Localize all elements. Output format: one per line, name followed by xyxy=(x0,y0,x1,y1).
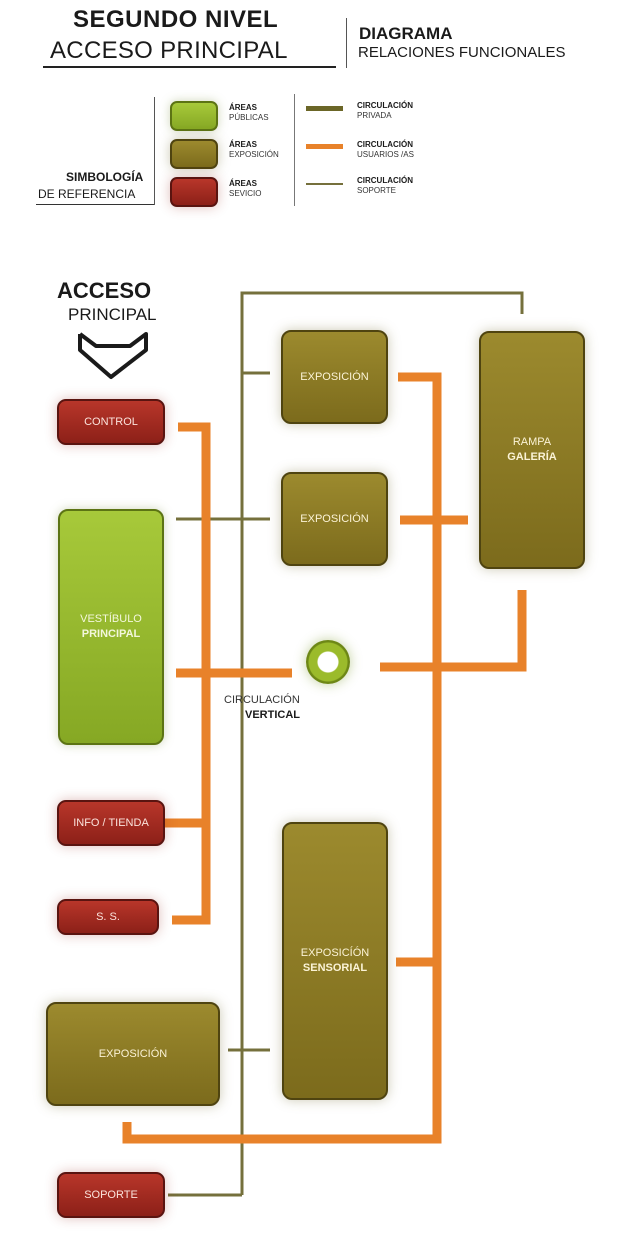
vestibulo-label-bold: PRINCIPAL xyxy=(81,628,141,640)
sensorial-label: EXPOSICÍÓN xyxy=(300,947,370,959)
legend-public-bold: ÁREAS xyxy=(229,103,258,112)
legend-ref-subtitle: DE REFERENCIA xyxy=(38,187,136,201)
expo2-node: EXPOSICIÓN xyxy=(281,472,388,566)
legend-divider xyxy=(294,94,295,206)
legend-support-bold: CIRCULACIÓN xyxy=(357,176,413,185)
legend-private-label: PRIVADA xyxy=(357,111,392,120)
legend-service-swatch xyxy=(170,177,218,207)
legend-expo-bold: ÁREAS xyxy=(229,140,258,149)
vestibulo-label: VESTÍBULO xyxy=(80,613,142,625)
legend-bracket xyxy=(154,97,155,205)
diagram-subtitle: RELACIONES FUNCIONALES xyxy=(358,44,566,61)
rampa-node: RAMPA GALERÍA xyxy=(479,331,585,569)
ss-label: S. S. xyxy=(96,910,120,923)
legend-private-line xyxy=(306,106,343,111)
access-title: ACCESO xyxy=(57,278,152,303)
soporte-label: SOPORTE xyxy=(84,1188,138,1201)
access-subtitle: PRINCIPAL xyxy=(68,305,157,324)
vertical-circulation-ring xyxy=(306,640,350,684)
user-line-main-vertical xyxy=(122,372,442,1144)
legend-service-bold: ÁREAS xyxy=(229,179,258,188)
legend-users-line xyxy=(306,144,343,149)
sensorial-label-bold: SENSORIAL xyxy=(302,962,368,974)
vestibulo-node: VESTÍBULO PRINCIPAL xyxy=(58,509,164,745)
user-line-rampa xyxy=(380,590,527,672)
expo3-label: EXPOSICIÓN xyxy=(98,1047,168,1060)
control-label: CONTROL xyxy=(84,415,138,428)
expo3-node: EXPOSICIÓN xyxy=(46,1002,220,1106)
access-arrow-icon xyxy=(78,332,148,379)
legend-ref-title: SIMBOLOGÍA xyxy=(66,170,144,184)
legend-private-bold: CIRCULACIÓN xyxy=(357,101,413,110)
expo1-node: EXPOSICIÓN xyxy=(281,330,388,424)
diagram-title: DIAGRAMA xyxy=(359,24,453,43)
legend-service-label: SEVICIO xyxy=(229,189,262,198)
control-node: CONTROL xyxy=(57,399,165,445)
header-divider xyxy=(346,18,347,68)
legend-expo-label: EXPOSICIÓN xyxy=(229,150,279,159)
circulation-label: CIRCULACIÓN xyxy=(224,694,300,706)
rampa-label-bold: GALERÍA xyxy=(507,451,557,463)
legend-public-swatch xyxy=(170,101,218,131)
sensorial-node: EXPOSICÍÓN SENSORIAL xyxy=(282,822,388,1100)
legend-support-line xyxy=(306,183,343,185)
legend-public-label: PÚBLICAS xyxy=(229,113,269,122)
legend-users-label: USUARIOS /AS xyxy=(357,150,414,159)
ss-node: S. S. xyxy=(57,899,159,935)
legend-users-bold: CIRCULACIÓN xyxy=(357,140,413,149)
expo1-label: EXPOSICIÓN xyxy=(300,370,369,383)
legend-expo-swatch xyxy=(170,139,218,169)
level-title: SEGUNDO NIVEL xyxy=(73,6,279,33)
rampa-label: RAMPA xyxy=(512,436,552,448)
expo2-label: EXPOSICIÓN xyxy=(300,512,369,525)
info-node: INFO / TIENDA xyxy=(57,800,165,846)
legend-ref-underline xyxy=(36,204,155,205)
circulation-label-bold: VERTICAL xyxy=(245,709,300,721)
header-underline xyxy=(43,66,336,68)
info-label: INFO / TIENDA xyxy=(73,816,149,829)
legend-support-label: SOPORTE xyxy=(357,186,396,195)
level-subtitle: ACCESO PRINCIPAL xyxy=(50,37,288,64)
soporte-node: SOPORTE xyxy=(57,1172,165,1218)
